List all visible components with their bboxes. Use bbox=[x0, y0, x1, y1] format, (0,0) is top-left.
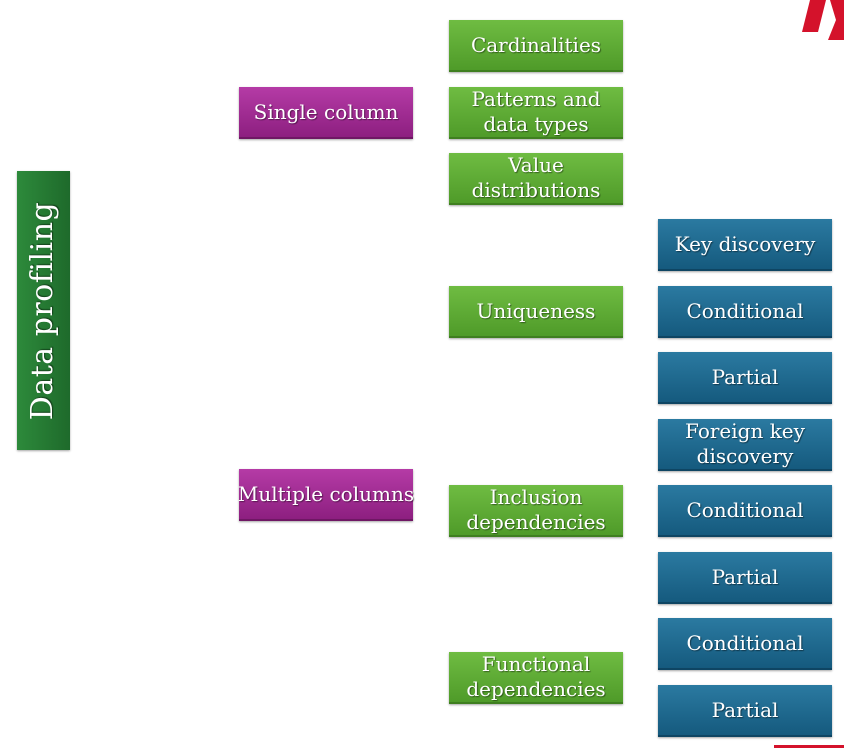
task-uniqueness: Uniqueness bbox=[449, 286, 623, 338]
subtask-key-discovery-label: Key discovery bbox=[674, 231, 816, 256]
subtask-uniqueness-conditional-label: Conditional bbox=[686, 298, 804, 323]
task-inclusion-label: Inclusion dependencies bbox=[466, 485, 606, 534]
subtask-inclusion-partial-label: Partial bbox=[711, 564, 779, 589]
subtask-uniqueness-partial: Partial bbox=[658, 352, 832, 404]
task-functional-dependencies: Functional dependencies bbox=[449, 652, 623, 704]
task-distributions-label: Value distributions bbox=[471, 153, 601, 202]
task-cardinalities-label: Cardinalities bbox=[470, 32, 602, 57]
brand-accent-shape bbox=[802, 0, 844, 40]
subtask-functional-partial-label: Partial bbox=[711, 697, 779, 722]
root-node-data-profiling: Data profiling bbox=[17, 171, 70, 450]
task-patterns-label: Patterns and data types bbox=[471, 87, 601, 136]
task-patterns-and-data-types: Patterns and data types bbox=[449, 87, 623, 139]
subtask-inclusion-partial: Partial bbox=[658, 552, 832, 604]
task-cardinalities: Cardinalities bbox=[449, 20, 623, 72]
task-functional-label: Functional dependencies bbox=[466, 652, 606, 701]
task-uniqueness-label: Uniqueness bbox=[476, 298, 596, 323]
task-inclusion-dependencies: Inclusion dependencies bbox=[449, 485, 623, 537]
subtask-functional-conditional: Conditional bbox=[658, 618, 832, 670]
category-single-column-label: Single column bbox=[253, 99, 399, 124]
subtask-inclusion-conditional-label: Conditional bbox=[686, 497, 804, 522]
root-label: Data profiling bbox=[25, 201, 61, 420]
subtask-foreign-key-label: Foreign key discovery bbox=[685, 419, 805, 468]
brand-accent-bar bbox=[774, 745, 844, 748]
subtask-functional-partial: Partial bbox=[658, 685, 832, 737]
subtask-inclusion-conditional: Conditional bbox=[658, 485, 832, 537]
subtask-foreign-key-discovery: Foreign key discovery bbox=[658, 419, 832, 471]
subtask-key-discovery: Key discovery bbox=[658, 219, 832, 271]
subtask-uniqueness-conditional: Conditional bbox=[658, 286, 832, 338]
category-multiple-columns: Multiple columns bbox=[237, 469, 415, 521]
subtask-functional-conditional-label: Conditional bbox=[686, 630, 804, 655]
subtask-uniqueness-partial-label: Partial bbox=[711, 364, 779, 389]
category-single-column: Single column bbox=[239, 87, 413, 139]
task-value-distributions: Value distributions bbox=[449, 153, 623, 205]
category-multiple-columns-label: Multiple columns bbox=[237, 481, 415, 506]
